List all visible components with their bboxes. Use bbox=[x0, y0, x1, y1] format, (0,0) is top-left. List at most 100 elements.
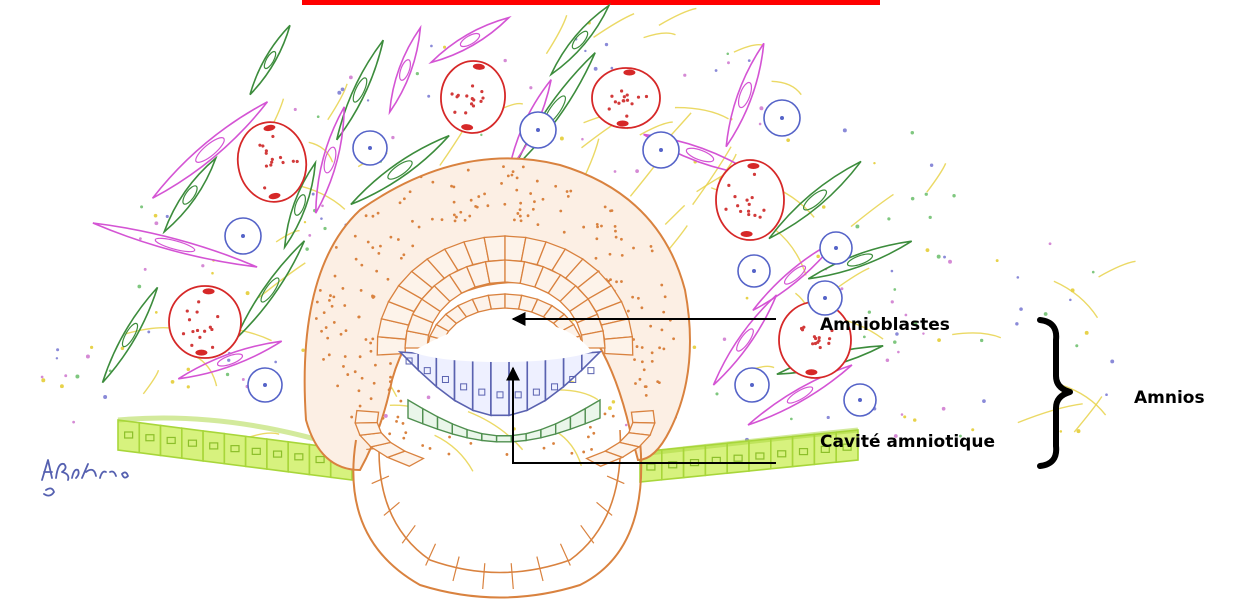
decidual-granule bbox=[739, 210, 742, 213]
stroma-dot bbox=[584, 50, 586, 52]
epithelial-cell bbox=[246, 436, 267, 469]
decidual-nucleus bbox=[195, 350, 207, 356]
syncytio-nucleus bbox=[429, 447, 432, 450]
stroma-dot bbox=[187, 368, 190, 371]
decidual-granule bbox=[190, 344, 193, 347]
syncytio-nucleus bbox=[326, 337, 329, 340]
syncytio-nucleus bbox=[397, 390, 400, 393]
syncytio-nucleus bbox=[374, 364, 377, 367]
fibroblast-nucleus bbox=[397, 58, 412, 81]
stroma-dot bbox=[144, 268, 147, 271]
syncytio-nucleus bbox=[595, 257, 598, 260]
stroma-dot bbox=[903, 415, 906, 418]
stroma-dot bbox=[748, 59, 751, 62]
hypoblast-cell bbox=[423, 409, 438, 430]
syncytio-nucleus bbox=[454, 219, 457, 222]
epiblast-cell bbox=[491, 356, 509, 415]
syncytio-nucleus bbox=[328, 299, 331, 302]
syncytio-nucleus bbox=[567, 195, 570, 198]
hypoblast-cell bbox=[541, 424, 556, 438]
decidual-cell bbox=[592, 68, 660, 128]
stroma-dot bbox=[887, 217, 890, 220]
fiber bbox=[851, 194, 893, 226]
stroma-dot bbox=[948, 260, 952, 264]
decidual-granule bbox=[800, 327, 803, 330]
stroma-dot bbox=[635, 169, 639, 173]
syncytio-nucleus bbox=[358, 389, 361, 392]
syncytio-nucleus bbox=[331, 305, 334, 308]
decidual-granule bbox=[813, 335, 816, 338]
stroma-dot bbox=[1071, 288, 1075, 292]
syncytio-nucleus bbox=[513, 218, 516, 221]
syncytio-nucleus bbox=[511, 174, 514, 177]
stroma-dot bbox=[1110, 359, 1114, 363]
stroma-dot bbox=[891, 270, 894, 273]
syncytio-nucleus bbox=[418, 226, 421, 229]
stroma-dot bbox=[147, 331, 150, 334]
stroma-dot bbox=[982, 399, 986, 403]
syncytio-nucleus bbox=[651, 360, 654, 363]
epiblast-cell bbox=[545, 354, 563, 400]
syncytio-nucleus bbox=[360, 289, 363, 292]
fibroblast bbox=[720, 41, 771, 149]
decidual-granule bbox=[747, 210, 750, 213]
syncytio-nucleus bbox=[389, 362, 392, 365]
decidual-cell bbox=[438, 58, 508, 135]
decidual-outline bbox=[716, 160, 784, 240]
lymphocyte-nucleus bbox=[752, 269, 756, 273]
syncytio-nucleus bbox=[503, 203, 506, 206]
stroma-dot bbox=[427, 95, 430, 98]
epithelial-cell bbox=[118, 420, 139, 453]
decidual-granule bbox=[622, 99, 625, 102]
hypoblast-cell bbox=[482, 434, 497, 442]
stroma-dot bbox=[886, 358, 890, 362]
syncytio-nucleus bbox=[486, 204, 489, 207]
cytotrophoblast-cell bbox=[488, 294, 505, 309]
stroma-dot bbox=[430, 45, 433, 48]
stroma-dot bbox=[1060, 430, 1063, 433]
decidual-granule bbox=[216, 315, 219, 318]
syncytio-nucleus bbox=[532, 208, 535, 211]
fibroblast-body bbox=[97, 284, 162, 385]
stroma-dot bbox=[560, 137, 564, 141]
syncytio-nucleus bbox=[367, 241, 370, 244]
syncytio-nucleus bbox=[621, 254, 624, 257]
syncytio-nucleus bbox=[328, 353, 331, 356]
syncytio-nucleus bbox=[464, 219, 467, 222]
decidual-granule bbox=[625, 115, 628, 118]
stroma-dot bbox=[139, 237, 142, 240]
syncytio-nucleus bbox=[502, 165, 505, 168]
decidual-granule bbox=[816, 341, 819, 344]
lymphocyte-nucleus bbox=[536, 128, 540, 132]
syncytio-nucleus bbox=[609, 209, 612, 212]
stroma-dot bbox=[187, 385, 190, 388]
label-amnios: Amnios bbox=[1134, 388, 1205, 408]
stroma-dot bbox=[305, 247, 308, 250]
hypoblast-cell bbox=[556, 417, 571, 434]
stroma-dot bbox=[56, 348, 59, 351]
syncytio-nucleus bbox=[411, 220, 414, 223]
stroma-dot bbox=[1076, 429, 1080, 433]
lymphocyte-nucleus bbox=[780, 116, 784, 120]
fiber bbox=[772, 81, 802, 94]
syncytio-nucleus bbox=[533, 200, 536, 203]
decidual-granule bbox=[195, 310, 198, 313]
syncytio-nucleus bbox=[582, 451, 585, 454]
epithelial-cell bbox=[203, 431, 224, 464]
syncytio-nucleus bbox=[369, 342, 372, 345]
decidual-nucleus bbox=[747, 163, 759, 169]
stroma-dot bbox=[480, 134, 482, 136]
stroma-dot bbox=[323, 227, 326, 230]
stroma-dot bbox=[504, 59, 507, 62]
decidual-granule bbox=[198, 336, 201, 339]
cytotrophoblast-cell bbox=[355, 423, 381, 436]
fibroblast-body bbox=[159, 155, 220, 236]
decidual-granule bbox=[818, 336, 821, 339]
syncytio-nucleus bbox=[662, 348, 665, 351]
stroma-dot bbox=[301, 348, 304, 351]
stroma-dot bbox=[759, 123, 762, 126]
stroma-dot bbox=[926, 248, 930, 252]
syncytio-nucleus bbox=[662, 311, 665, 314]
stroma-dot bbox=[816, 255, 820, 259]
